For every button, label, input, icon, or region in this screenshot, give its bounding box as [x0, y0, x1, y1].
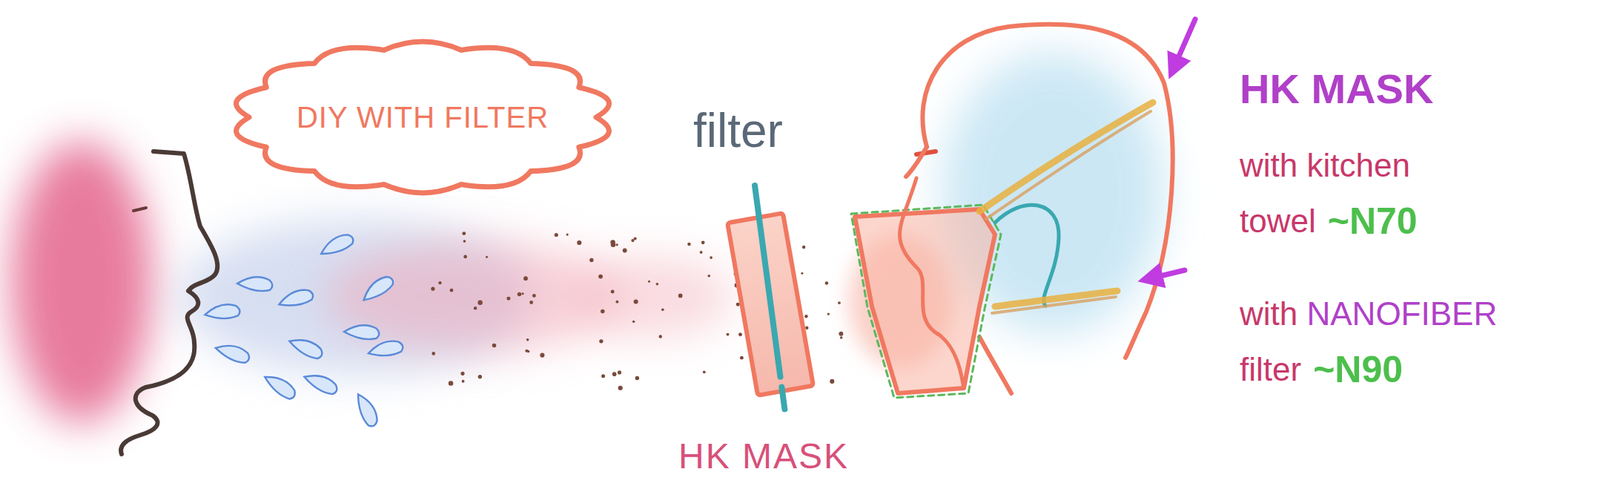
particle	[532, 293, 537, 298]
head-with-mask	[851, 24, 1173, 398]
particle	[523, 275, 528, 281]
particle	[485, 255, 488, 259]
particle	[659, 334, 663, 338]
particle	[610, 239, 616, 245]
particle	[492, 343, 497, 348]
particle	[473, 306, 477, 310]
droplet	[237, 276, 273, 291]
particle	[838, 331, 844, 336]
annotation-heading: HK MASK	[1239, 63, 1434, 114]
particle	[554, 232, 559, 237]
particle	[521, 292, 524, 295]
particle	[736, 302, 740, 307]
particle	[526, 338, 530, 342]
particle	[635, 375, 640, 380]
droplet	[260, 370, 299, 401]
particle	[709, 255, 713, 259]
particle	[678, 293, 683, 299]
particle	[802, 245, 806, 249]
particle	[738, 332, 743, 336]
particle	[600, 309, 606, 314]
droplet	[367, 337, 405, 361]
particle	[804, 314, 809, 319]
particle	[616, 243, 619, 246]
pointer-arrows	[1147, 19, 1196, 279]
particle	[610, 289, 615, 294]
droplet	[351, 390, 382, 428]
particle	[632, 320, 635, 323]
particle	[460, 371, 465, 376]
particle	[598, 274, 603, 279]
particle	[438, 281, 442, 284]
particle	[599, 338, 603, 343]
particle	[463, 255, 468, 259]
filter-label: filter	[693, 102, 783, 160]
particle	[477, 300, 482, 305]
droplets	[203, 230, 405, 428]
particle	[837, 301, 841, 304]
particle	[461, 231, 466, 236]
droplet	[286, 335, 325, 361]
particle	[618, 385, 623, 390]
particle	[726, 332, 730, 336]
cloud-shape	[236, 41, 610, 193]
particle	[702, 369, 706, 373]
particle	[612, 371, 617, 376]
particle	[633, 236, 637, 240]
particle	[524, 349, 528, 353]
droplet	[344, 324, 379, 339]
particle	[840, 335, 844, 339]
droplet	[276, 286, 315, 312]
cloud-title: DIY WITH FILTER	[296, 100, 549, 135]
particle	[825, 281, 829, 285]
particle	[430, 286, 435, 291]
rating-value: ~N70	[1327, 198, 1418, 244]
particle	[576, 240, 582, 245]
particle	[739, 355, 744, 360]
particle	[622, 248, 628, 253]
particle	[617, 369, 622, 374]
particle	[827, 312, 830, 316]
particle	[589, 258, 594, 262]
droplet	[213, 341, 252, 365]
droplet	[301, 370, 340, 396]
mask-label: HK MASK	[678, 434, 849, 478]
particle	[805, 326, 809, 330]
rating-value: ~N90	[1313, 346, 1403, 392]
droplet	[318, 230, 356, 261]
particle	[517, 292, 522, 296]
particle	[450, 288, 454, 293]
particle	[478, 374, 482, 379]
face-profile	[120, 151, 218, 454]
particle	[601, 373, 606, 378]
particle	[431, 351, 436, 356]
droplet	[359, 272, 396, 306]
particle	[529, 300, 534, 304]
particle	[648, 280, 651, 283]
particle	[687, 242, 691, 246]
particle	[506, 296, 511, 301]
particle	[630, 238, 634, 242]
filter-line	[754, 185, 786, 419]
droplet	[203, 301, 241, 322]
particle	[656, 282, 660, 286]
particle	[707, 274, 711, 278]
particle	[539, 352, 545, 358]
particle	[699, 250, 703, 254]
particle	[448, 380, 454, 385]
particle	[800, 272, 803, 275]
particle	[633, 299, 639, 304]
particle	[701, 240, 706, 244]
particle	[829, 378, 835, 384]
particle	[661, 307, 665, 311]
cloud-node: DIY WITH FILTER	[222, 34, 623, 201]
particle	[615, 300, 619, 304]
particle	[566, 232, 569, 236]
particle	[463, 239, 467, 243]
particle	[461, 379, 465, 383]
